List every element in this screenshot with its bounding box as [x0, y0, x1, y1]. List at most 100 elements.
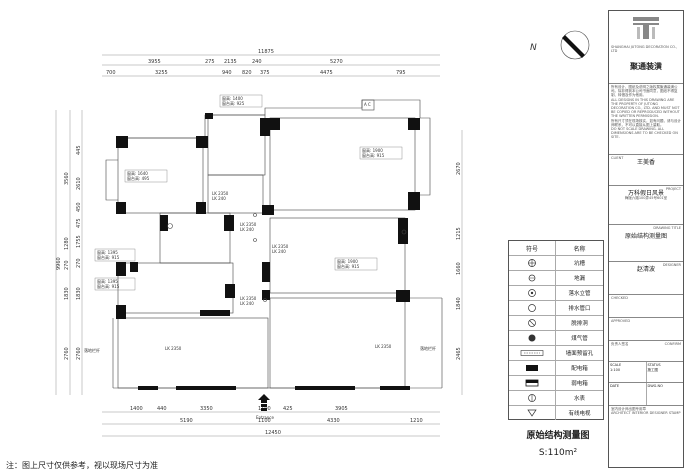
- dim-right: 2670: [456, 162, 462, 175]
- dim-top: 240: [252, 59, 262, 65]
- dim-top: 795: [396, 70, 406, 76]
- dim-bottom: 3350: [200, 406, 213, 412]
- sill-height: 窗台高: 915: [362, 152, 385, 158]
- top-dimensions: 11875 3955 275 2135 240 5270 700 3255 94…: [102, 49, 440, 77]
- dim-left: 2610: [76, 177, 82, 190]
- dim-left: 1830: [64, 287, 70, 300]
- meta-section-2: DATE DWG.NO: [609, 383, 683, 406]
- dim-left: 2760: [64, 347, 70, 360]
- dim-bottom: 440: [157, 406, 167, 412]
- dim-top: 275: [205, 59, 215, 65]
- opening-label: LK 2350: [272, 244, 289, 249]
- client-label: CLIENT: [611, 156, 624, 160]
- dim-left: 270: [76, 258, 82, 268]
- scale-value: 1:100: [610, 368, 621, 372]
- project-section: PROJECT 万科假日风景 梅陇六路100弄45号601室: [609, 186, 683, 225]
- dim-top: 4475: [320, 70, 333, 76]
- legend-item-label: 脱排洞: [571, 321, 588, 327]
- project-label: PROJECT: [665, 187, 681, 191]
- legend-row: 墙面预留孔: [509, 346, 603, 361]
- dim-top-total: 11875: [258, 49, 274, 55]
- legend-row: 地漏: [509, 271, 603, 286]
- designer-section: DESIGNER 赵清波: [609, 262, 683, 295]
- opening-label: LK 240: [240, 301, 254, 306]
- confirm-section: 负责人签名 CONFIRM: [609, 341, 683, 362]
- legend-row: 弱电箱: [509, 376, 603, 391]
- exhaust-hole-icon: [509, 316, 556, 330]
- footnote: 注：图上尺寸仅供参考，视以现场尺寸为准: [6, 461, 158, 470]
- sill-height: 窗台高: 915: [97, 283, 120, 289]
- dim-bottom: 1100: [258, 418, 271, 424]
- opening-label: LK 2350: [240, 296, 257, 301]
- company-section: SHANGHAI JUTONG DECORATION CO., LTD 聚通装潢: [609, 11, 683, 84]
- stamp-section: 室内设计师出图专用章 ARCHITECT INTERIOR DESIGNER S…: [609, 406, 683, 416]
- designer-name: 赵清波: [636, 266, 655, 274]
- floor-drain-icon: [509, 271, 556, 285]
- sill-height: 窗台高: 915: [337, 263, 360, 269]
- checked-section: CHECKED: [609, 295, 683, 318]
- legend-row: 有线电视: [509, 406, 603, 420]
- client-section: CLIENT 王美香: [609, 155, 683, 186]
- legend-header-name: 名称: [573, 245, 586, 253]
- opening-label: LK 2350: [375, 344, 392, 349]
- opening-label: LK 2350: [240, 222, 257, 227]
- gas-pipe-icon: [509, 331, 556, 345]
- downpipe-icon: [509, 286, 556, 300]
- wall-hole-icon: [509, 346, 556, 360]
- bottom-dimensions: 1400 440 3350 1100 425 3905 5190 1100 43…: [102, 406, 440, 437]
- legend-item-label: 配电箱: [571, 366, 588, 372]
- legend-item-label: 煤气管: [571, 336, 588, 342]
- drawing-caption: 原始结构测量图: [526, 431, 590, 441]
- weak-current-box-icon: [509, 376, 556, 390]
- legend-item-label: 有线电视: [568, 411, 591, 417]
- right-dimensions: 2670 1215 1660 1840 2465: [456, 130, 463, 395]
- entrance-marker: Entrance: [256, 394, 274, 420]
- project-name: 万科假日风景: [627, 190, 664, 198]
- pit-icon: [509, 256, 556, 270]
- dim-left: 450: [76, 202, 82, 212]
- company-cn: 聚通装潢: [630, 62, 662, 71]
- legend-table: 符号 名称 坑槽 地漏 落水立管 排水管口 脱排洞 煤气管: [508, 240, 604, 420]
- dim-bottom: 425: [283, 406, 293, 412]
- dim-top: 3955: [148, 59, 161, 65]
- window-height: 窗高: 1395: [97, 249, 118, 255]
- dim-left: 1755: [76, 235, 82, 248]
- checked-label: CHECKED: [611, 296, 628, 300]
- drawing-title-section: DRAWING TITLE 原始结构测量图: [609, 225, 683, 262]
- dim-bottom: 3905: [335, 406, 348, 412]
- room-notes: 窗高: 1400 窗台高: 925 窗高: 1900 窗台高: 915 窗高: …: [94, 94, 403, 291]
- legend-header: 符号 名称: [509, 241, 603, 256]
- notes-en: DO NOT SCALE DRAWING. ALL DIMENSIONS ARE…: [611, 127, 678, 140]
- legend-row: 排水管口: [509, 301, 603, 316]
- legend-row: 煤气管: [509, 331, 603, 346]
- columns: [116, 113, 420, 390]
- sill-height: 窗台高: 495: [127, 175, 150, 181]
- opening-label: LK 240: [272, 249, 286, 254]
- entrance-label: Entrance: [256, 415, 274, 420]
- legend-item-label: 地漏: [573, 276, 585, 282]
- dim-left: 445: [76, 145, 82, 155]
- dim-right: 2465: [456, 347, 462, 360]
- status-label: STATUS: [647, 363, 661, 367]
- sill-height: 窗台高: 925: [222, 100, 245, 106]
- copyright-en: ALL DESIGNS IN THIS DRAWING ARE THE PROP…: [611, 97, 680, 119]
- legend-row: 落水立管: [509, 286, 603, 301]
- rail-label-right: 落地栏杆: [420, 345, 436, 351]
- legend-row: 水表: [509, 391, 603, 406]
- water-meter-icon: [509, 391, 556, 405]
- opening-labels: LK 2350 LK 240 LK 2350 LK 240 LK 2350 LK…: [165, 191, 392, 351]
- company-en: SHANGHAI JUTONG DECORATION CO., LTD: [611, 45, 678, 54]
- date-label: DATE: [610, 384, 620, 388]
- legend-header-symbol: 符号: [509, 241, 556, 255]
- dim-left: 1830: [76, 287, 82, 300]
- distribution-box-icon: [509, 361, 556, 375]
- dim-bottom: 4330: [327, 418, 340, 424]
- legend-item-label: 墙面预留孔: [565, 351, 594, 357]
- dim-bottom-total: 12450: [265, 430, 281, 436]
- dim-top: 700: [106, 70, 116, 76]
- dim-top: 375: [260, 70, 270, 76]
